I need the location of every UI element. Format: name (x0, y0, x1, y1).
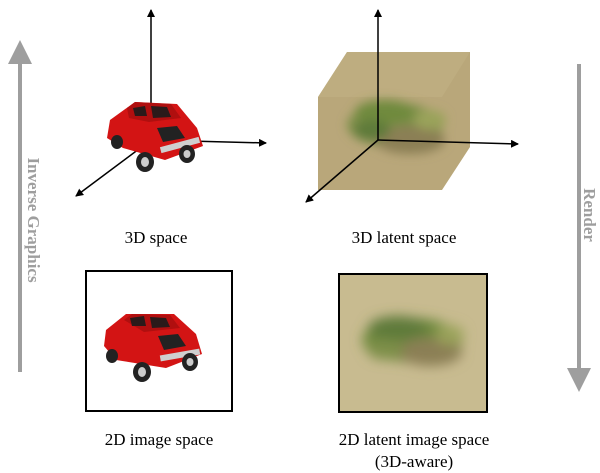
3d-aware-label: (3D-aware) (375, 452, 453, 471)
car-2d-image (104, 314, 202, 382)
car-3d-image (107, 102, 203, 172)
inverse-graphics-arrow (8, 40, 32, 372)
2d-image-space-label: 2D image space (105, 430, 214, 449)
2d-latent-image (338, 273, 488, 413)
2d-latent-image-space-label: 2D latent image space (339, 430, 490, 449)
3d-space-axes (75, 9, 267, 197)
inverse-graphics-label: Inverse Graphics (24, 157, 43, 283)
3d-space-label: 3D space (125, 228, 188, 247)
render-arrow (567, 64, 591, 392)
latent-cube (318, 52, 470, 190)
latent-space-axes (305, 9, 519, 203)
render-label: Render (580, 188, 599, 242)
3d-latent-space-label: 3D latent space (352, 228, 457, 247)
